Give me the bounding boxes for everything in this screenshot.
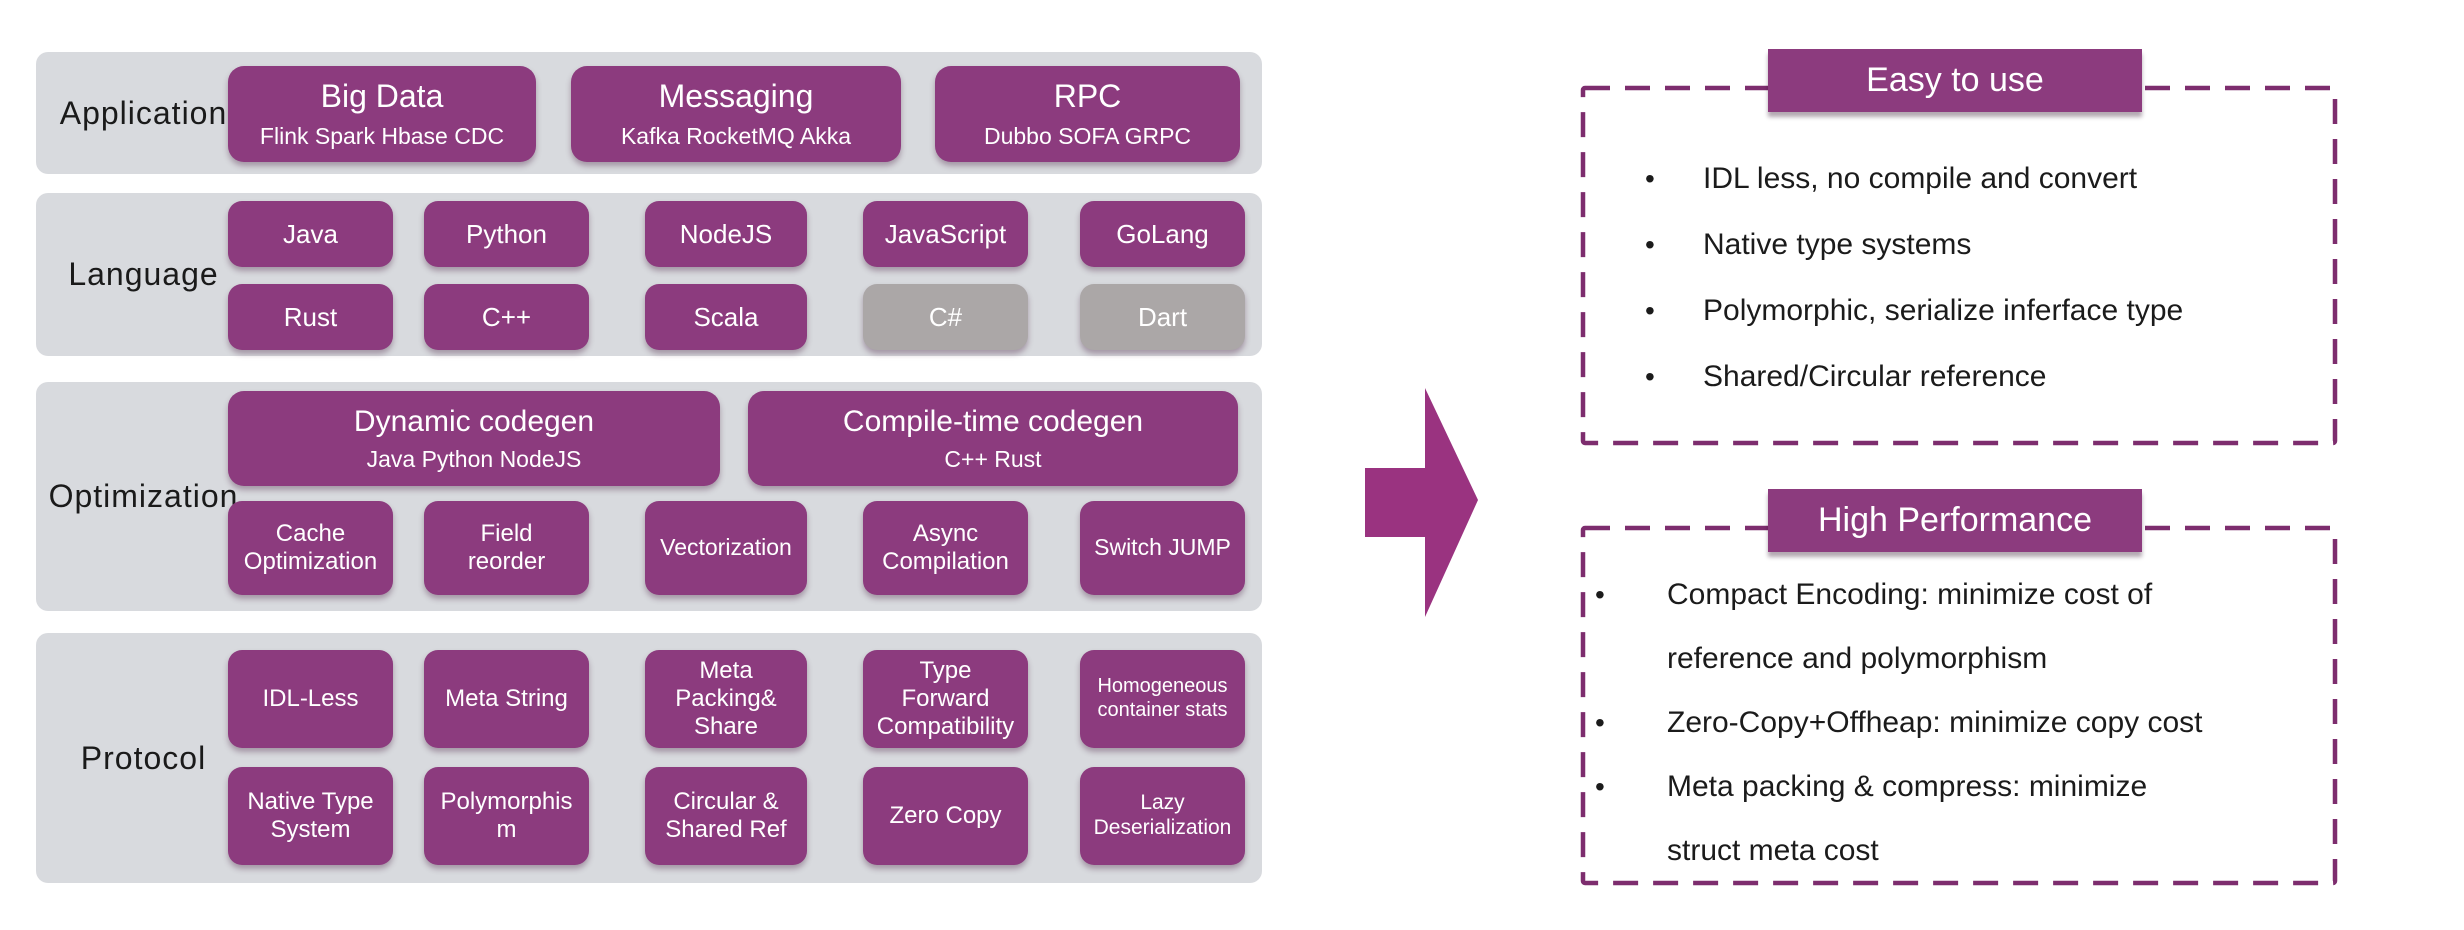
box-subtitle: C++ Rust xyxy=(944,445,1042,472)
bullet-item: Zero-Copy+Offheap: minimize copy cost xyxy=(1595,691,2310,755)
box-title: Big Data xyxy=(320,78,444,115)
box-meta-string: Meta String xyxy=(424,650,589,748)
box-title: Dynamic codegen xyxy=(353,405,595,439)
box-dart: Dart xyxy=(1080,284,1245,350)
box-cache-optimization: Cache Optimization xyxy=(228,501,393,595)
box-subtitle: Kafka RocketMQ Akka xyxy=(620,122,852,149)
box-title: RPC xyxy=(1053,78,1122,115)
box-javascript: JavaScript xyxy=(863,201,1028,267)
box-polymorphism: Polymorphis m xyxy=(424,767,589,865)
box-circular-shared-ref: Circular & Shared Ref xyxy=(645,767,807,865)
box-python: Python xyxy=(424,201,589,267)
bullet-item: IDL less, no compile and convert xyxy=(1645,146,2315,212)
box-rpc: RPC Dubbo SOFA GRPC xyxy=(935,66,1240,162)
layer-protocol: Protocol IDL-Less Meta String Meta Packi… xyxy=(36,633,1262,883)
box-async-compilation: Async Compilation xyxy=(863,501,1028,595)
box-subtitle: Flink Spark Hbase CDC xyxy=(259,122,505,149)
layer-label-optimization: Optimization xyxy=(48,478,239,514)
layer-label-language: Language xyxy=(68,256,219,292)
box-title: Compile-time codegen xyxy=(842,405,1144,439)
box-vectorization: Vectorization xyxy=(645,501,807,595)
box-compile-time-codegen: Compile-time codegen C++ Rust xyxy=(748,391,1238,486)
box-lazy-deserialization: Lazy Deserialization xyxy=(1080,767,1245,865)
layer-optimization: Optimization Dynamic codegen Java Python… xyxy=(36,382,1262,611)
layer-label-protocol: Protocol xyxy=(80,739,207,776)
box-dynamic-codegen: Dynamic codegen Java Python NodeJS xyxy=(228,391,720,486)
box-field-reorder: Field reorder xyxy=(424,501,589,595)
box-native-type-system: Native Type System xyxy=(228,767,393,865)
box-idl-less: IDL-Less xyxy=(228,650,393,748)
box-zero-copy: Zero Copy xyxy=(863,767,1028,865)
bullet-list-high-performance: Compact Encoding: minimize cost of refer… xyxy=(1595,563,2310,883)
bullet-item: Meta packing & compress: minimize struct… xyxy=(1595,755,2310,883)
box-rust: Rust xyxy=(228,284,393,350)
arrow-right-icon xyxy=(1365,388,1478,617)
box-nodejs: NodeJS xyxy=(645,201,807,267)
box-subtitle: Java Python NodeJS xyxy=(366,445,582,472)
box-meta-packing-share: Meta Packing& Share xyxy=(645,650,807,748)
box-java: Java xyxy=(228,201,393,267)
box-subtitle: Dubbo SOFA GRPC xyxy=(983,122,1192,149)
bullet-item: Polymorphic, serialize inferface type xyxy=(1645,278,2315,344)
box-cpp: C++ xyxy=(424,284,589,350)
bullet-item: Shared/Circular reference xyxy=(1645,344,2315,410)
layer-language: Language Java Python NodeJS JavaScript G… xyxy=(36,193,1262,356)
callout-title-high-performance: High Performance xyxy=(1768,489,2142,552)
callout-title-easy-to-use: Easy to use xyxy=(1768,49,2142,112)
box-messaging: Messaging Kafka RocketMQ Akka xyxy=(571,66,901,162)
box-switch-jump: Switch JUMP xyxy=(1080,501,1245,595)
box-golang: GoLang xyxy=(1080,201,1245,267)
box-scala: Scala xyxy=(645,284,807,350)
bullet-list-easy-to-use: IDL less, no compile and convert Native … xyxy=(1645,146,2315,410)
box-big-data: Big Data Flink Spark Hbase CDC xyxy=(228,66,536,162)
box-type-forward-compatibility: Type Forward Compatibility xyxy=(863,650,1028,748)
bullet-item: Compact Encoding: minimize cost of refer… xyxy=(1595,563,2310,691)
layer-application: Application Big Data Flink Spark Hbase C… xyxy=(36,52,1262,174)
box-homogeneous-container-stats: Homogeneous container stats xyxy=(1080,650,1245,748)
bullet-item: Native type systems xyxy=(1645,212,2315,278)
box-title: Messaging xyxy=(658,78,814,115)
layer-label-application: Application xyxy=(59,94,228,131)
box-csharp: C# xyxy=(863,284,1028,350)
